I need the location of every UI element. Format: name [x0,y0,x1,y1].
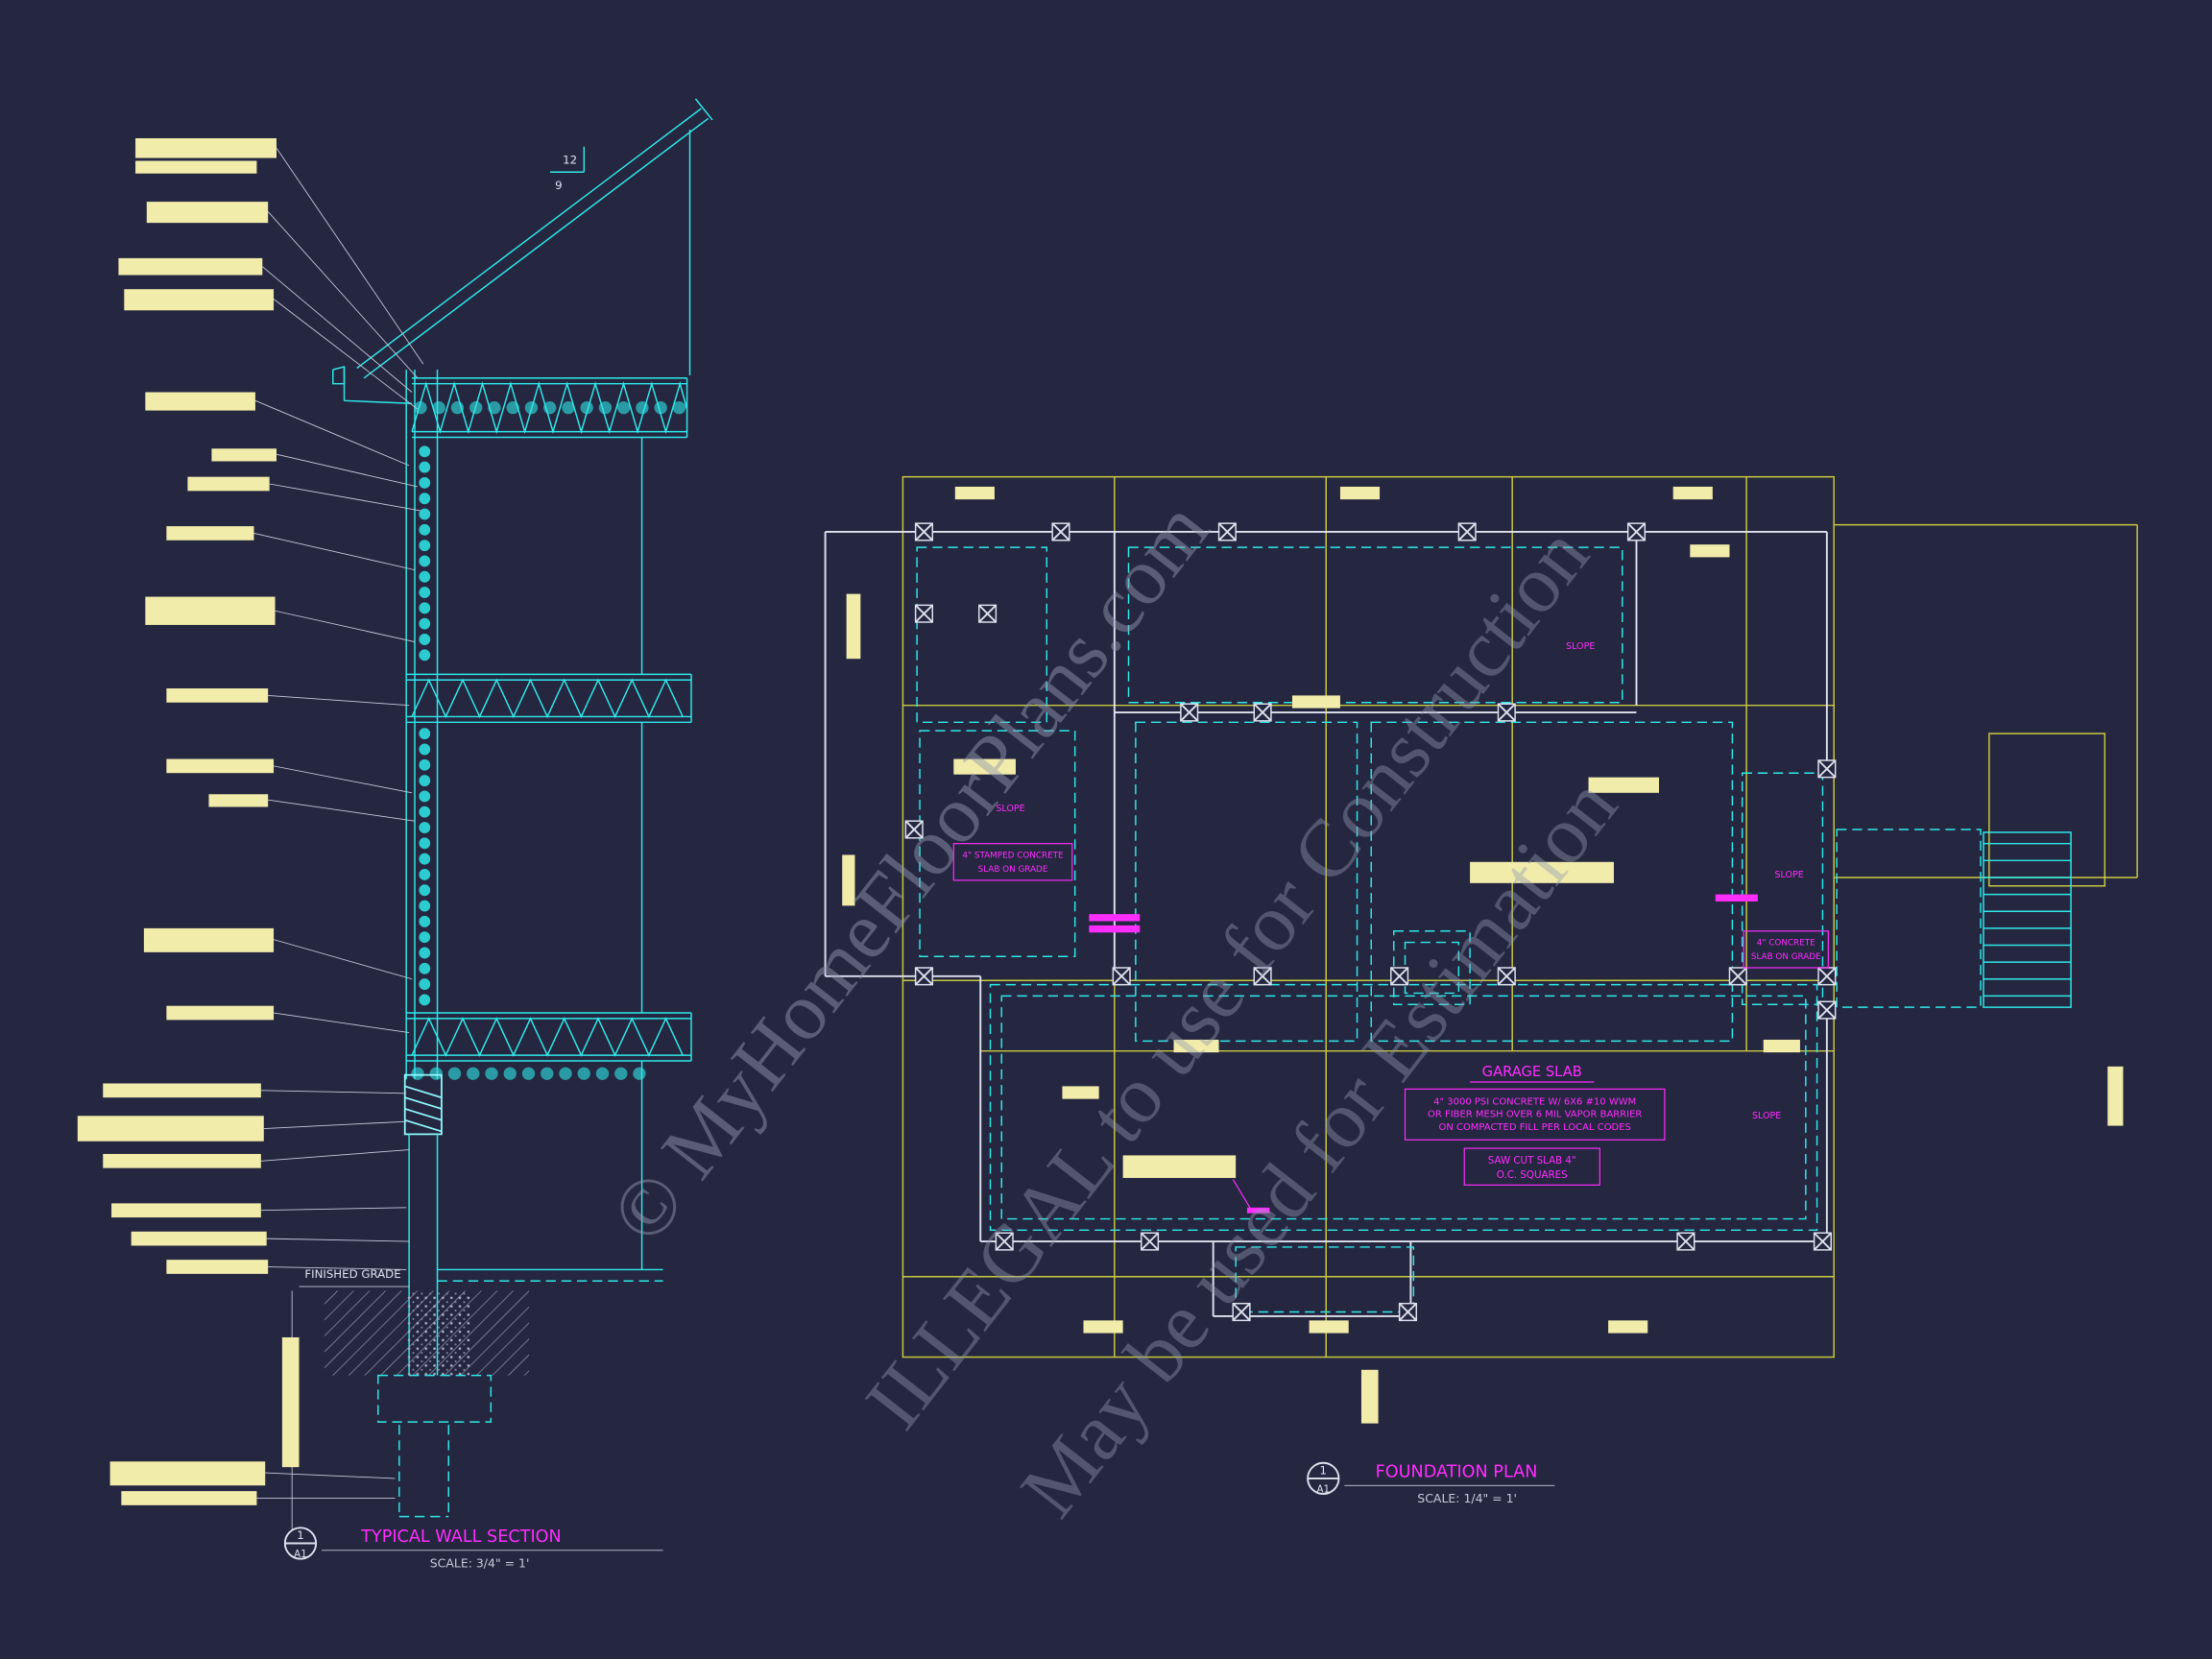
concrete-stipple [406,1290,471,1376]
roof-lines: 12 9 [332,98,713,404]
callout-highlights [77,138,424,1505]
stairs [1983,831,2072,1008]
foundation-detail: FINISHED GRADE [291,1073,663,1531]
foundation-plan-drawing: SLOPE SLOPE SLOPE SLOPE 4" STAMPED CONCR… [824,475,2138,1505]
section-cut-marker [1715,894,1758,902]
wall-section-scale: SCALE: 3/4" = 1' [430,1555,530,1570]
attic-floor-band [411,377,688,439]
second-floor-band [406,673,692,724]
foundation-plan-title: FOUNDATION PLAN [1376,1462,1538,1481]
first-floor-band [406,1012,692,1080]
slope-label: SLOPE [1774,870,1803,880]
detail-sheet: A1 [1317,1484,1331,1496]
garage-slab-heading: GARAGE SLAB [1482,1064,1582,1080]
detail-number: 1 [1320,1464,1327,1478]
wall-section-title: TYPICAL WALL SECTION [360,1527,562,1547]
garage-slab-spec-line1: 4" 3000 PSI CONCRETE W/ 6X6 #10 WWM [1433,1097,1636,1108]
wall-section-title-block: 1 A1 TYPICAL WALL SECTION SCALE: 3/4" = … [283,1527,663,1570]
plan-annotations: SLOPE SLOPE SLOPE SLOPE 4" STAMPED CONCR… [952,641,1829,1214]
concrete-slab-line2: SLAB ON GRADE [1751,952,1821,962]
wall-section-drawing: 12 9 [77,98,713,1570]
garage-slab-spec-line2: OR FIBER MESH OVER 6 MIL VAPOR BARRIER [1428,1110,1642,1120]
pitch-rise-label: 12 [563,153,577,166]
section-cut-marker [1246,1207,1270,1214]
stamped-concrete-line2: SLAB ON GRADE [978,865,1048,875]
garage-slab-spec-line3: ON COMPACTED FILL PER LOCAL CODES [1438,1122,1630,1133]
concrete-slab-line1: 4" CONCRETE [1757,938,1815,948]
foundation-wall-outline [824,531,1828,1317]
stamped-concrete-note: 4" STAMPED CONCRETE SLAB ON GRADE [952,843,1073,881]
garage-slab-note: GARAGE SLAB 4" 3000 PSI CONCRETE W/ 6X6 … [1404,1064,1666,1186]
detail-sheet: A1 [294,1549,307,1560]
dimension-highlights [842,486,2124,1424]
sawcut-line1: SAW CUT SLAB 4" [1488,1155,1576,1166]
slope-label: SLOPE [1752,1111,1781,1121]
concrete-slab-note: 4" CONCRETE SLAB ON GRADE [1743,930,1829,969]
slope-label: SLOPE [996,804,1024,814]
slope-label: SLOPE [1566,641,1595,652]
foundation-plan-scale: SCALE: 1/4" = 1' [1417,1491,1517,1505]
pitch-run-label: 9 [555,179,562,192]
detail-number: 1 [297,1528,303,1542]
stamped-concrete-line1: 4" STAMPED CONCRETE [962,851,1063,860]
finished-grade-label: FINISHED GRADE [304,1267,400,1281]
section-cut-marker [1089,925,1141,933]
section-cut-marker [1089,914,1141,922]
sawcut-line2: O.C. SQUARES [1497,1169,1568,1181]
wall-studs [405,369,643,1270]
foundation-plan-title-block: 1 A1 FOUNDATION PLAN SCALE: 1/4" = 1' [1307,1461,1555,1505]
